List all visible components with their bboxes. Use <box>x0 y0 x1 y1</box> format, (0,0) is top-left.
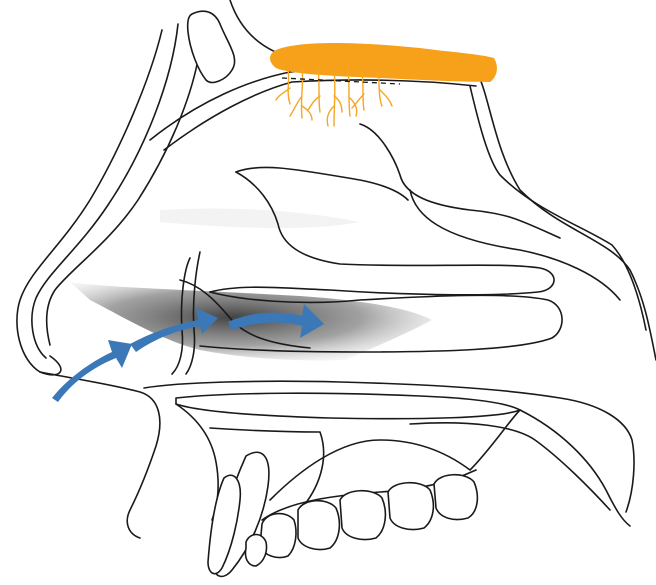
posterior-wall <box>478 74 656 360</box>
superior-turbinate <box>236 167 408 200</box>
nerve-fiber <box>352 72 364 110</box>
sphenoid-outline <box>360 124 560 238</box>
tooth-2 <box>298 501 339 550</box>
nerve-fiber <box>327 70 342 126</box>
nerve-fiber <box>308 68 320 112</box>
soft-palate <box>520 410 630 526</box>
nerve-fiber <box>290 68 312 120</box>
tooth-3 <box>340 491 385 540</box>
tooth-4 <box>388 483 433 530</box>
airflow-arrow-1 <box>52 340 132 402</box>
airway-faint-upper <box>160 209 360 229</box>
cribriform-plate-line-2 <box>164 80 476 150</box>
hard-palate <box>176 393 520 419</box>
middle-turbinate <box>210 172 554 295</box>
olfactory-bulb <box>270 43 497 82</box>
tooth-5 <box>434 475 477 520</box>
tooth-6 <box>245 535 266 567</box>
sphenoid-bottom <box>410 190 620 300</box>
maxilla-front <box>176 404 218 520</box>
posterior-wall-inner <box>470 86 646 330</box>
